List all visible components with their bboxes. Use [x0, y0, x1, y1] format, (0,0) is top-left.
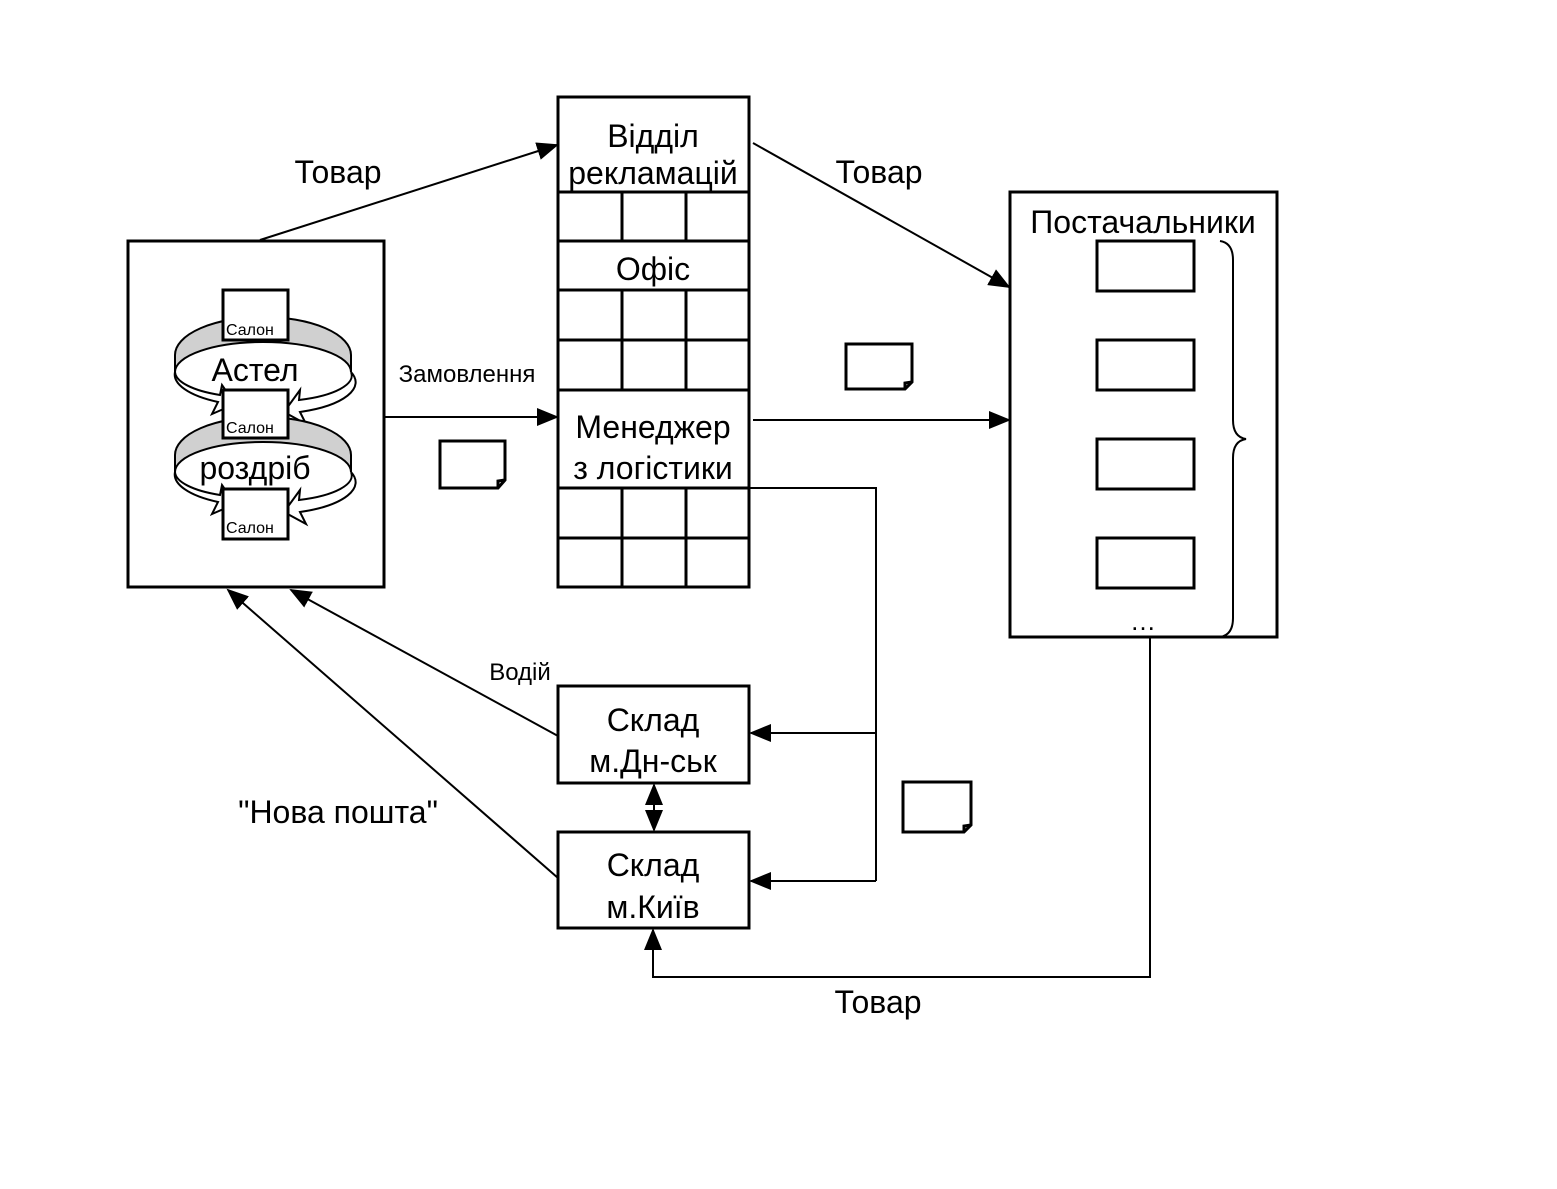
supplier-item: [1095, 239, 1196, 293]
office-label: Офіс: [616, 251, 690, 287]
circular-arrow-icon: [173, 416, 357, 527]
label-driver: Водій: [489, 659, 551, 686]
logistics-manager-label: Менеджер: [575, 409, 730, 445]
salon-3: Салон: [221, 487, 290, 541]
logistics-manager-label: з логістики: [573, 450, 733, 486]
document-icon: [901, 780, 973, 834]
astel-title: Астел: [211, 352, 298, 388]
label-goods: Товар: [834, 984, 921, 1020]
arrow-driver: [289, 589, 559, 737]
label-goods: Товар: [294, 154, 381, 190]
arrow-suppliers-to-kyiv: [644, 637, 1151, 978]
retail-title: роздріб: [199, 450, 310, 486]
circular-arrow-icon: [173, 316, 357, 427]
astel-retail-box: Салон Салон Салон Астел роздріб: [126, 239, 386, 589]
connector-manager-to-warehouses: [749, 487, 877, 881]
arrow-goods-to-suppliers: [752, 142, 1011, 288]
arrow-goods-to-complaints: [259, 142, 559, 241]
salon-2: Салон: [221, 388, 290, 440]
supplier-item: [1095, 338, 1196, 392]
suppliers-box: Постачальники …: [1008, 190, 1279, 639]
warehouse-label: Склад: [607, 847, 700, 883]
salon-label: Салон: [226, 322, 274, 339]
center-column: Відділ рекламацій Офіс Менеджер з логіст…: [556, 95, 751, 589]
supplier-item: [1095, 437, 1196, 491]
complaints-dept-label: рекламацій: [568, 155, 738, 191]
complaints-dept-label: Відділ: [607, 118, 699, 154]
warehouse-label: м.Дн-ськ: [589, 743, 718, 779]
brace-icon: [1219, 240, 1247, 638]
document-icon: [438, 439, 507, 490]
warehouse-kyiv: Склад м.Київ: [556, 830, 751, 930]
salon-label: Салон: [226, 420, 274, 437]
arrow-nova-poshta: [226, 588, 559, 879]
supplier-item: [1095, 536, 1196, 590]
label-goods: Товар: [835, 154, 922, 190]
suppliers-ellipsis: …: [1130, 606, 1156, 636]
salon-1: Салон: [221, 288, 290, 342]
salon-label: Салон: [226, 520, 274, 537]
suppliers-title: Постачальники: [1030, 204, 1255, 240]
document-icon: [844, 342, 914, 391]
label-order: Замовлення: [399, 361, 536, 388]
warehouse-label: м.Київ: [606, 889, 699, 925]
label-nova-poshta: "Нова пошта": [238, 794, 438, 830]
warehouse-label: Склад: [607, 702, 700, 738]
warehouse-dnipro: Склад м.Дн-ськ: [556, 684, 751, 785]
